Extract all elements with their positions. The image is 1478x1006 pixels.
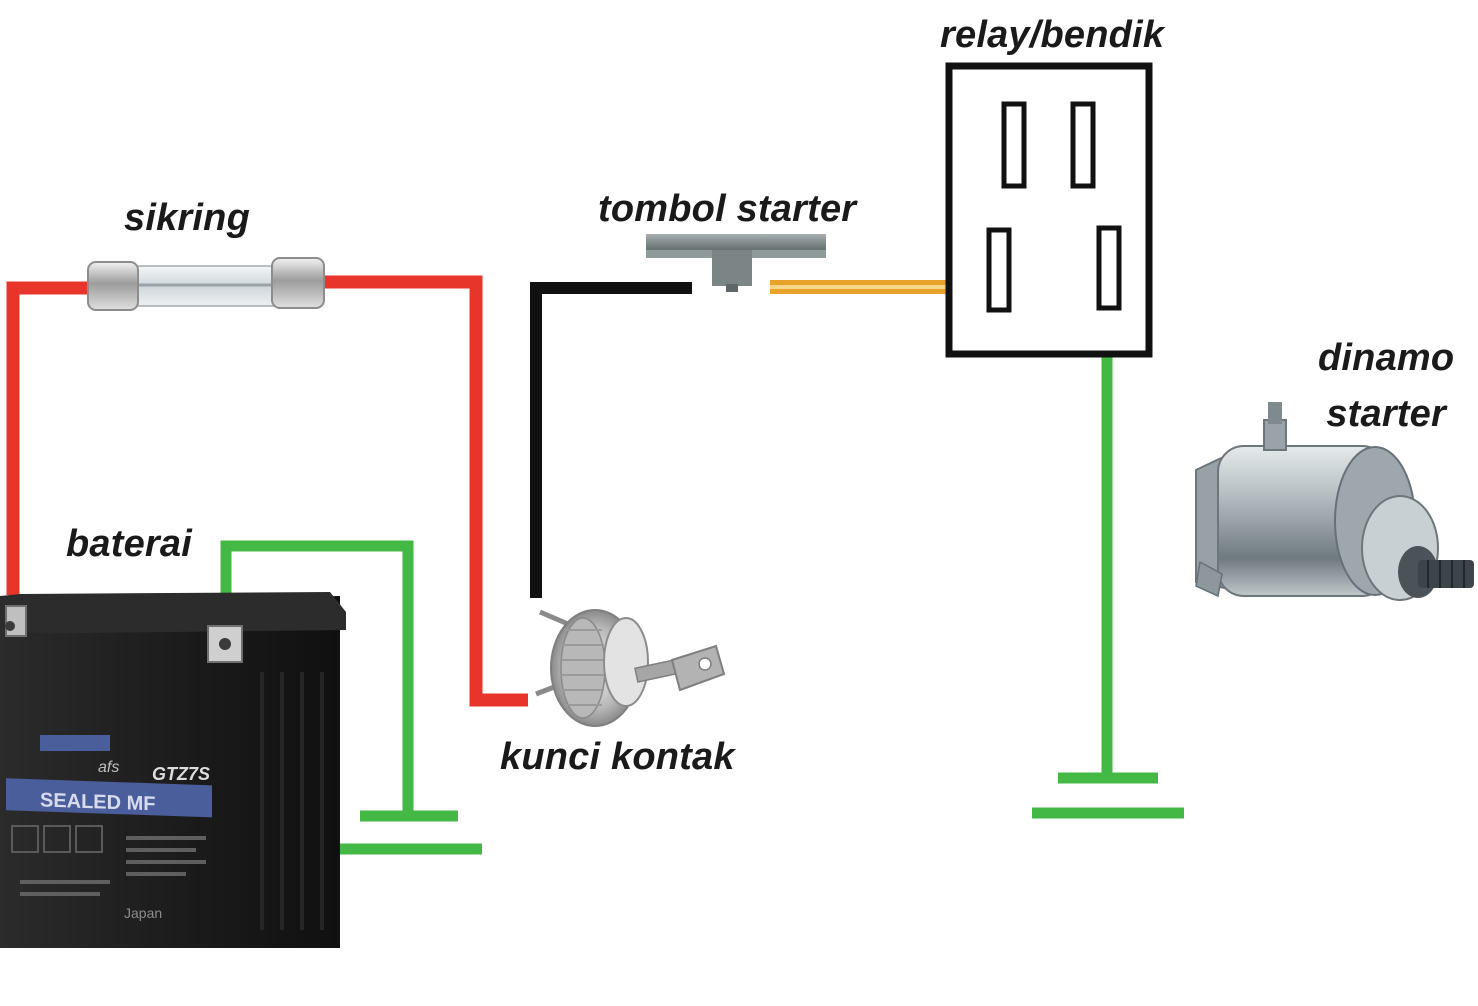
battery-icon: SEALED MF GTZ7S afs Japan	[0, 592, 346, 948]
starter-motor-icon	[1195, 402, 1474, 601]
battery-label: baterai	[66, 523, 193, 565]
fuse-label: sikring	[124, 197, 250, 239]
relay-label: relay/bendik	[940, 14, 1165, 56]
battery-brand-text: afs	[98, 759, 119, 776]
relay-ground-wire	[1032, 356, 1184, 819]
starter-motor-label-line1: dinamo	[1318, 337, 1455, 379]
battery-footer-text: Japan	[124, 905, 162, 921]
positive-wire	[6, 275, 528, 707]
starter-button-icon	[646, 234, 826, 292]
starter-motor-label: dinamo starter	[1318, 330, 1454, 442]
ignition-label: kunci kontak	[500, 736, 735, 778]
battery-sealed-text: SEALED MF	[40, 789, 156, 815]
fuse-icon	[87, 257, 325, 311]
switched-wire	[530, 282, 692, 598]
battery-model-text: GTZ7S	[152, 764, 210, 784]
battery-ground-wire	[220, 540, 482, 855]
relay-icon	[945, 62, 1153, 358]
ignition-key-icon	[535, 609, 726, 727]
starter-motor-label-line2: starter	[1326, 393, 1446, 435]
starter-button-label: tombol starter	[598, 188, 857, 230]
